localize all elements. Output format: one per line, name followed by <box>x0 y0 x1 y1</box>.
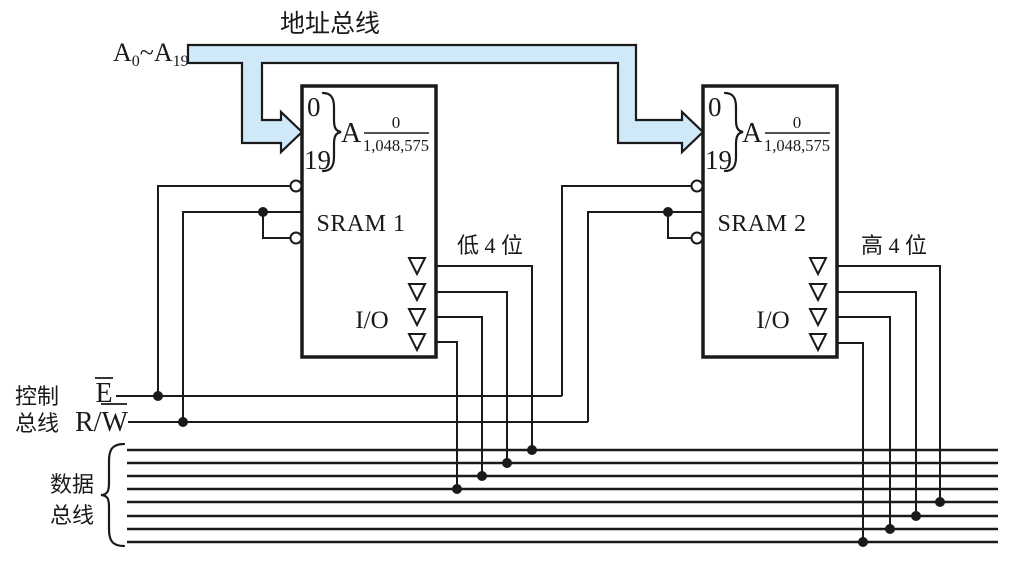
junction-d4 <box>452 484 462 494</box>
junction-d3 <box>477 471 487 481</box>
io-triangle-icon <box>407 333 427 353</box>
rw-signal-label: R/W <box>75 407 128 438</box>
data-bus-lines <box>127 448 998 544</box>
sram2-io4-wire <box>837 342 864 542</box>
io-triangle-icon <box>808 333 828 353</box>
rw-branch-sram1 <box>262 212 290 239</box>
sram1-io3-wire <box>436 316 483 476</box>
sram1-io4-wire <box>436 341 458 489</box>
sram2-addr-brace <box>723 91 744 173</box>
sram2-io2-wire <box>837 291 917 516</box>
sram1-io2-wire <box>436 291 508 463</box>
io-triangle-icon <box>407 283 427 303</box>
address-bus-shape <box>186 43 705 155</box>
rw-branch-sram2 <box>667 212 691 239</box>
sram2-addr-denominator: 1,048,575 <box>764 136 830 155</box>
sram1-enable-bubble-icon <box>289 179 303 193</box>
sram2-name: SRAM 2 <box>717 211 806 237</box>
sram1-io-triangle-icons <box>407 257 427 353</box>
junction-dots <box>153 207 945 547</box>
sram1-write-bubble-icon <box>289 231 303 245</box>
junction-rw-branch1 <box>258 207 268 217</box>
io-triangle-icon <box>808 257 828 277</box>
sram1-name: SRAM 1 <box>316 211 405 237</box>
junction-rw-sram1 <box>178 417 188 427</box>
junction-d1 <box>527 445 537 455</box>
sram2-write-bubble-icon <box>690 231 704 245</box>
sram2-addr-pin-top: 0 <box>708 92 722 122</box>
sram2-io1-wire <box>837 265 941 502</box>
enable-riser-sram2 <box>561 185 691 396</box>
junction-d8 <box>858 537 868 547</box>
data-bus-label-line2: 总线 <box>50 503 94 528</box>
data-bus-label-line1: 数据 <box>50 472 94 497</box>
sram1-addr-brace <box>321 91 342 173</box>
io-triangle-icon <box>808 308 828 328</box>
junction-enable-sram1 <box>153 391 163 401</box>
io-triangle-icon <box>407 308 427 328</box>
junction-d2 <box>502 458 512 468</box>
address-range-label: A0~A19 <box>113 38 189 70</box>
sram1-addr-letter: A <box>341 118 362 149</box>
sram1-io1-wire <box>436 265 533 450</box>
sram1-addr-pin-top: 0 <box>307 92 321 122</box>
sram2-addr-letter: A <box>742 118 763 149</box>
sram2-addr-numerator: 0 <box>793 113 802 132</box>
address-bus-title: 地址总线 <box>280 10 380 38</box>
rw-riser-sram2 <box>587 211 703 422</box>
junction-d5 <box>935 497 945 507</box>
sram1-addr-numerator: 0 <box>392 113 401 132</box>
control-bus-label-line1: 控制 <box>15 384 59 409</box>
sram2-io3-wire <box>837 316 891 529</box>
junction-d6 <box>911 511 921 521</box>
junction-rw-branch2 <box>663 207 673 217</box>
sram1-addr-denominator: 1,048,575 <box>363 136 429 155</box>
sram2-io-triangle-icons <box>808 257 828 353</box>
sram2-io-label: I/O <box>756 307 789 334</box>
sram1-io-label: I/O <box>355 307 388 334</box>
junction-d7 <box>885 524 895 534</box>
high-4-bits-label: 高 4 位 <box>861 233 927 258</box>
rw-riser-sram1 <box>182 211 302 422</box>
data-bus-brace <box>100 442 126 548</box>
control-bus-label-line2: 总线 <box>15 411 59 436</box>
io-triangle-icon <box>808 283 828 303</box>
io-triangle-icon <box>407 257 427 277</box>
sram2-enable-bubble-icon <box>690 179 704 193</box>
low-4-bits-label: 低 4 位 <box>457 233 523 258</box>
enable-riser-sram1 <box>157 185 290 396</box>
enable-signal-label: E <box>95 378 112 409</box>
